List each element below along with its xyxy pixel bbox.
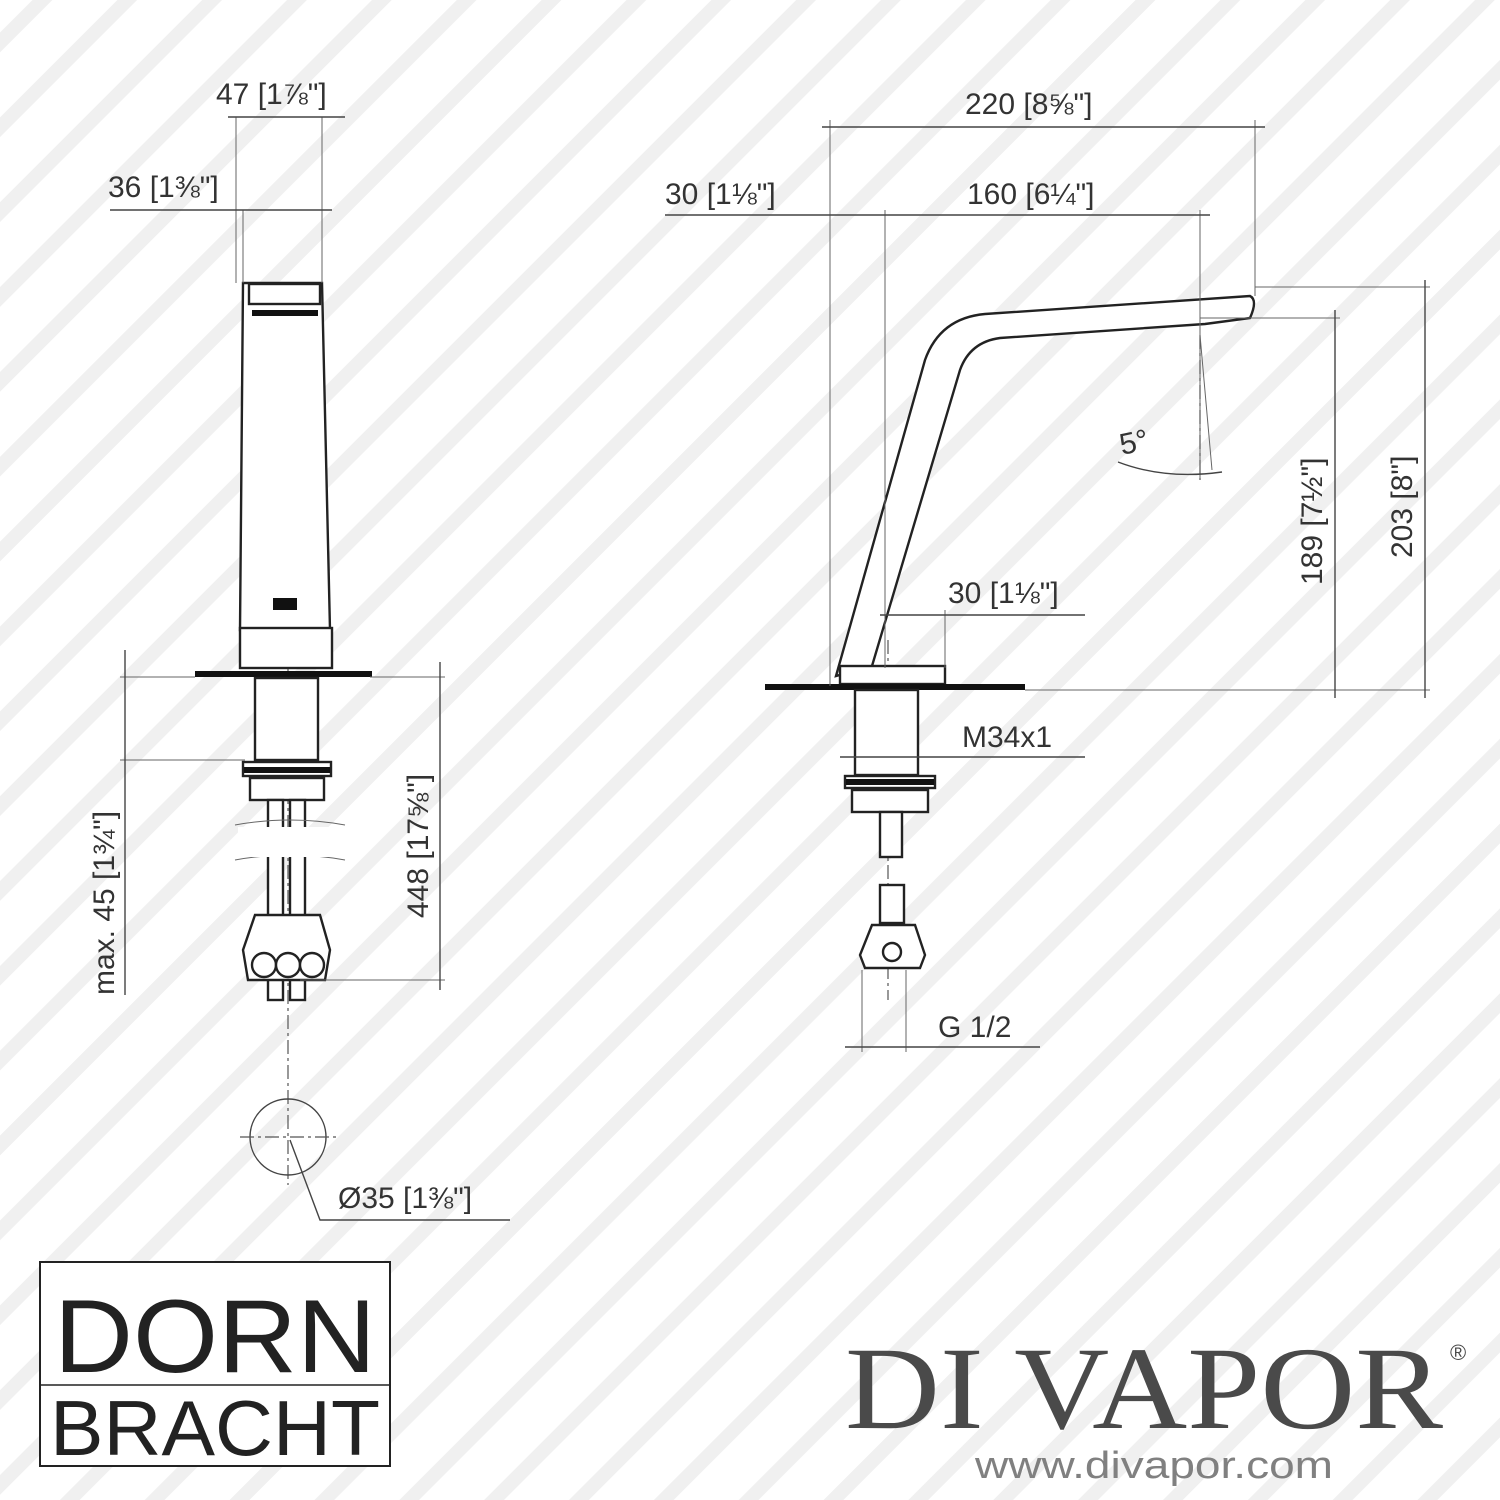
dim-36: 36 [1⅜"] [108,171,219,204]
dim-30-base: 30 [1⅛"] [948,577,1059,610]
svg-text:®: ® [1450,1340,1466,1365]
dim-203: 203 [8"] [1386,456,1419,558]
dim-220: 220 [8⅝"] [965,88,1092,121]
svg-text:DI VAPOR: DI VAPOR [845,1323,1443,1454]
svg-text:DORN: DORN [54,1279,376,1395]
dim-160: 160 [6¼"] [967,178,1094,211]
svg-text:BRACHT: BRACHT [50,1384,380,1472]
side-view: 220 [8⅝"] 160 [6¼"] 30 [1⅛"] 30 [1⅛"] 18… [665,88,1430,1052]
dim-448: 448 [17⅝"] [402,774,435,918]
dim-189: 189 [7½"] [1296,458,1329,585]
svg-text:www.divapor.com: www.divapor.com [974,1445,1333,1487]
dim-max-45: max. 45 [1¾"] [88,811,121,995]
front-view: 47 [1⅞"] 36 [1⅜"] max. 45 [1¾"] 448 [17⅝… [88,78,510,1221]
dim-diameter-35: Ø35 [1⅜"] [338,1182,472,1215]
dim-47: 47 [1⅞"] [216,78,327,111]
divapor-logo: DI VAPOR ® www.divapor.com [845,1323,1466,1487]
dim-30-top: 30 [1⅛"] [665,178,776,211]
dornbracht-logo: DORN BRACHT [39,1261,391,1472]
connection-label: G 1/2 [938,1011,1011,1044]
thread-label: M34x1 [962,721,1052,754]
angle-label: 5° [1117,424,1152,462]
